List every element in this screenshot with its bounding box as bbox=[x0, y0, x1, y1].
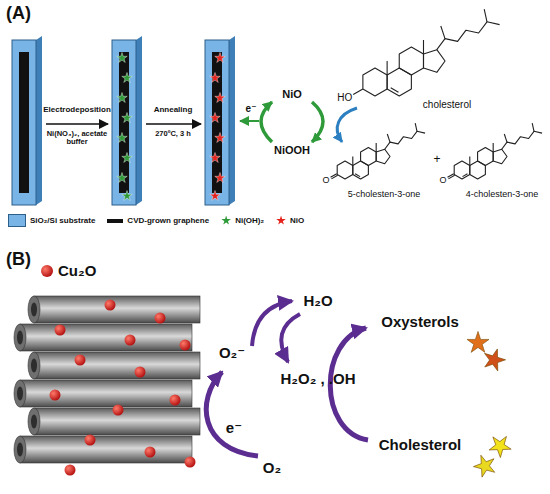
cu2o-particle bbox=[145, 447, 156, 458]
nanotube bbox=[14, 436, 192, 463]
particle-stars bbox=[117, 52, 225, 200]
steroid-skeleton bbox=[448, 123, 543, 179]
substrate-panels bbox=[12, 36, 235, 205]
nanotube bbox=[28, 352, 200, 379]
atom-label: O bbox=[322, 176, 329, 186]
compound-name: 4-cholesten-3-one bbox=[466, 190, 539, 200]
cu2o-particle bbox=[41, 265, 53, 277]
particle-star bbox=[215, 172, 225, 182]
cu2o-particle bbox=[85, 435, 96, 446]
steroid-skeleton bbox=[331, 123, 426, 179]
reaction-arrow bbox=[281, 314, 300, 362]
reactant-label: Cholesterol bbox=[379, 437, 462, 454]
particle-star bbox=[215, 52, 225, 62]
nanotube bbox=[28, 296, 200, 323]
particle-star bbox=[117, 172, 127, 182]
legend-entry: NiO bbox=[276, 216, 304, 226]
particle-star bbox=[122, 190, 132, 200]
process-step: Annealing bbox=[145, 106, 201, 115]
particle-star bbox=[215, 92, 225, 102]
plus-sign: + bbox=[433, 153, 440, 166]
product-star bbox=[481, 346, 508, 372]
cu2o-particles bbox=[50, 300, 196, 476]
particle-star bbox=[122, 112, 132, 122]
cu2o-particle bbox=[65, 465, 76, 476]
nanotube bbox=[14, 324, 192, 351]
legend-swatch bbox=[8, 214, 26, 227]
electron-label: e⁻ bbox=[246, 103, 257, 114]
reduction-arrow bbox=[206, 372, 258, 456]
molecule-structures bbox=[331, 9, 543, 179]
process-condition: 270ºC, 3 h bbox=[145, 130, 201, 138]
legend-entry: Ni(OH)₂ bbox=[221, 216, 264, 226]
legend-text: CVD-grown graphene bbox=[127, 216, 209, 225]
product-label: Oxysterols bbox=[381, 314, 459, 331]
legend-entry: SiO₂/Si substrate bbox=[8, 214, 95, 227]
legend-swatch bbox=[107, 219, 123, 223]
species-label: O₂ bbox=[263, 460, 281, 477]
compound-name: cholesterol bbox=[423, 99, 471, 110]
cu2o-particle bbox=[105, 300, 116, 311]
species-label: NiO bbox=[282, 88, 302, 100]
particle-star bbox=[210, 152, 220, 162]
species-label: H₂O bbox=[303, 293, 332, 310]
particle-star bbox=[117, 132, 127, 142]
product-stars bbox=[467, 331, 516, 480]
cu2o-particle bbox=[170, 395, 181, 406]
oxidation-arrow bbox=[337, 108, 357, 142]
legend-text: SiO₂/Si substrate bbox=[30, 216, 95, 225]
compound-name: 5-cholesten-3-one bbox=[348, 190, 421, 200]
steroid-skeleton bbox=[353, 9, 499, 96]
cu2o-particle bbox=[50, 390, 61, 401]
species-label: Cu₂O bbox=[58, 263, 96, 280]
cu2o-particle bbox=[113, 405, 124, 416]
particle-star bbox=[210, 190, 220, 200]
legend-entry: CVD-grown graphene bbox=[107, 216, 209, 225]
cu2o-particle bbox=[155, 313, 166, 324]
nanotube bbox=[14, 380, 192, 407]
product-star bbox=[467, 331, 489, 352]
cu2o-particle bbox=[135, 367, 146, 378]
nanotube-stack bbox=[14, 296, 200, 463]
product-star bbox=[486, 430, 516, 460]
particle-star bbox=[122, 152, 132, 162]
electron-label: e⁻ bbox=[226, 420, 242, 437]
panel-label: (A) bbox=[6, 4, 31, 24]
process-condition: Ni(NO₃)₂, acetate buffer bbox=[43, 130, 111, 147]
particle-star bbox=[122, 72, 132, 82]
particle-star bbox=[117, 52, 127, 62]
legend-swatch bbox=[221, 216, 231, 226]
atom-label: O bbox=[439, 176, 446, 186]
product-star bbox=[471, 450, 501, 480]
species-label: O₂⁻ bbox=[219, 345, 245, 362]
cu2o-particle bbox=[75, 355, 86, 366]
particle-star bbox=[210, 72, 220, 82]
cycle-arrow bbox=[312, 102, 323, 142]
legend: SiO₂/Si substrate CVD-grown graphene Ni(OH… bbox=[8, 214, 316, 227]
cu2o-particle bbox=[125, 335, 136, 346]
atom-label: HO bbox=[337, 91, 352, 102]
process-arrow bbox=[146, 123, 201, 125]
species-label: NiOOH bbox=[274, 144, 310, 156]
legend-swatch bbox=[276, 216, 286, 226]
process-arrow bbox=[46, 123, 108, 125]
electron-arrow bbox=[240, 120, 259, 122]
panel-label: (B) bbox=[6, 250, 31, 270]
species-label: H₂O₂ , .OH bbox=[281, 371, 356, 388]
particle-star bbox=[215, 132, 225, 142]
particle-star bbox=[117, 92, 127, 102]
legend-text: Ni(OH)₂ bbox=[235, 216, 264, 225]
cu2o-particle bbox=[180, 340, 191, 351]
particle-star bbox=[210, 112, 220, 122]
cu2o-particle bbox=[185, 457, 196, 468]
legend-text: NiO bbox=[290, 216, 304, 225]
cycle-arrow bbox=[261, 102, 272, 142]
cu2o-particle bbox=[55, 325, 66, 336]
process-step: Electrodeposition bbox=[43, 106, 111, 115]
